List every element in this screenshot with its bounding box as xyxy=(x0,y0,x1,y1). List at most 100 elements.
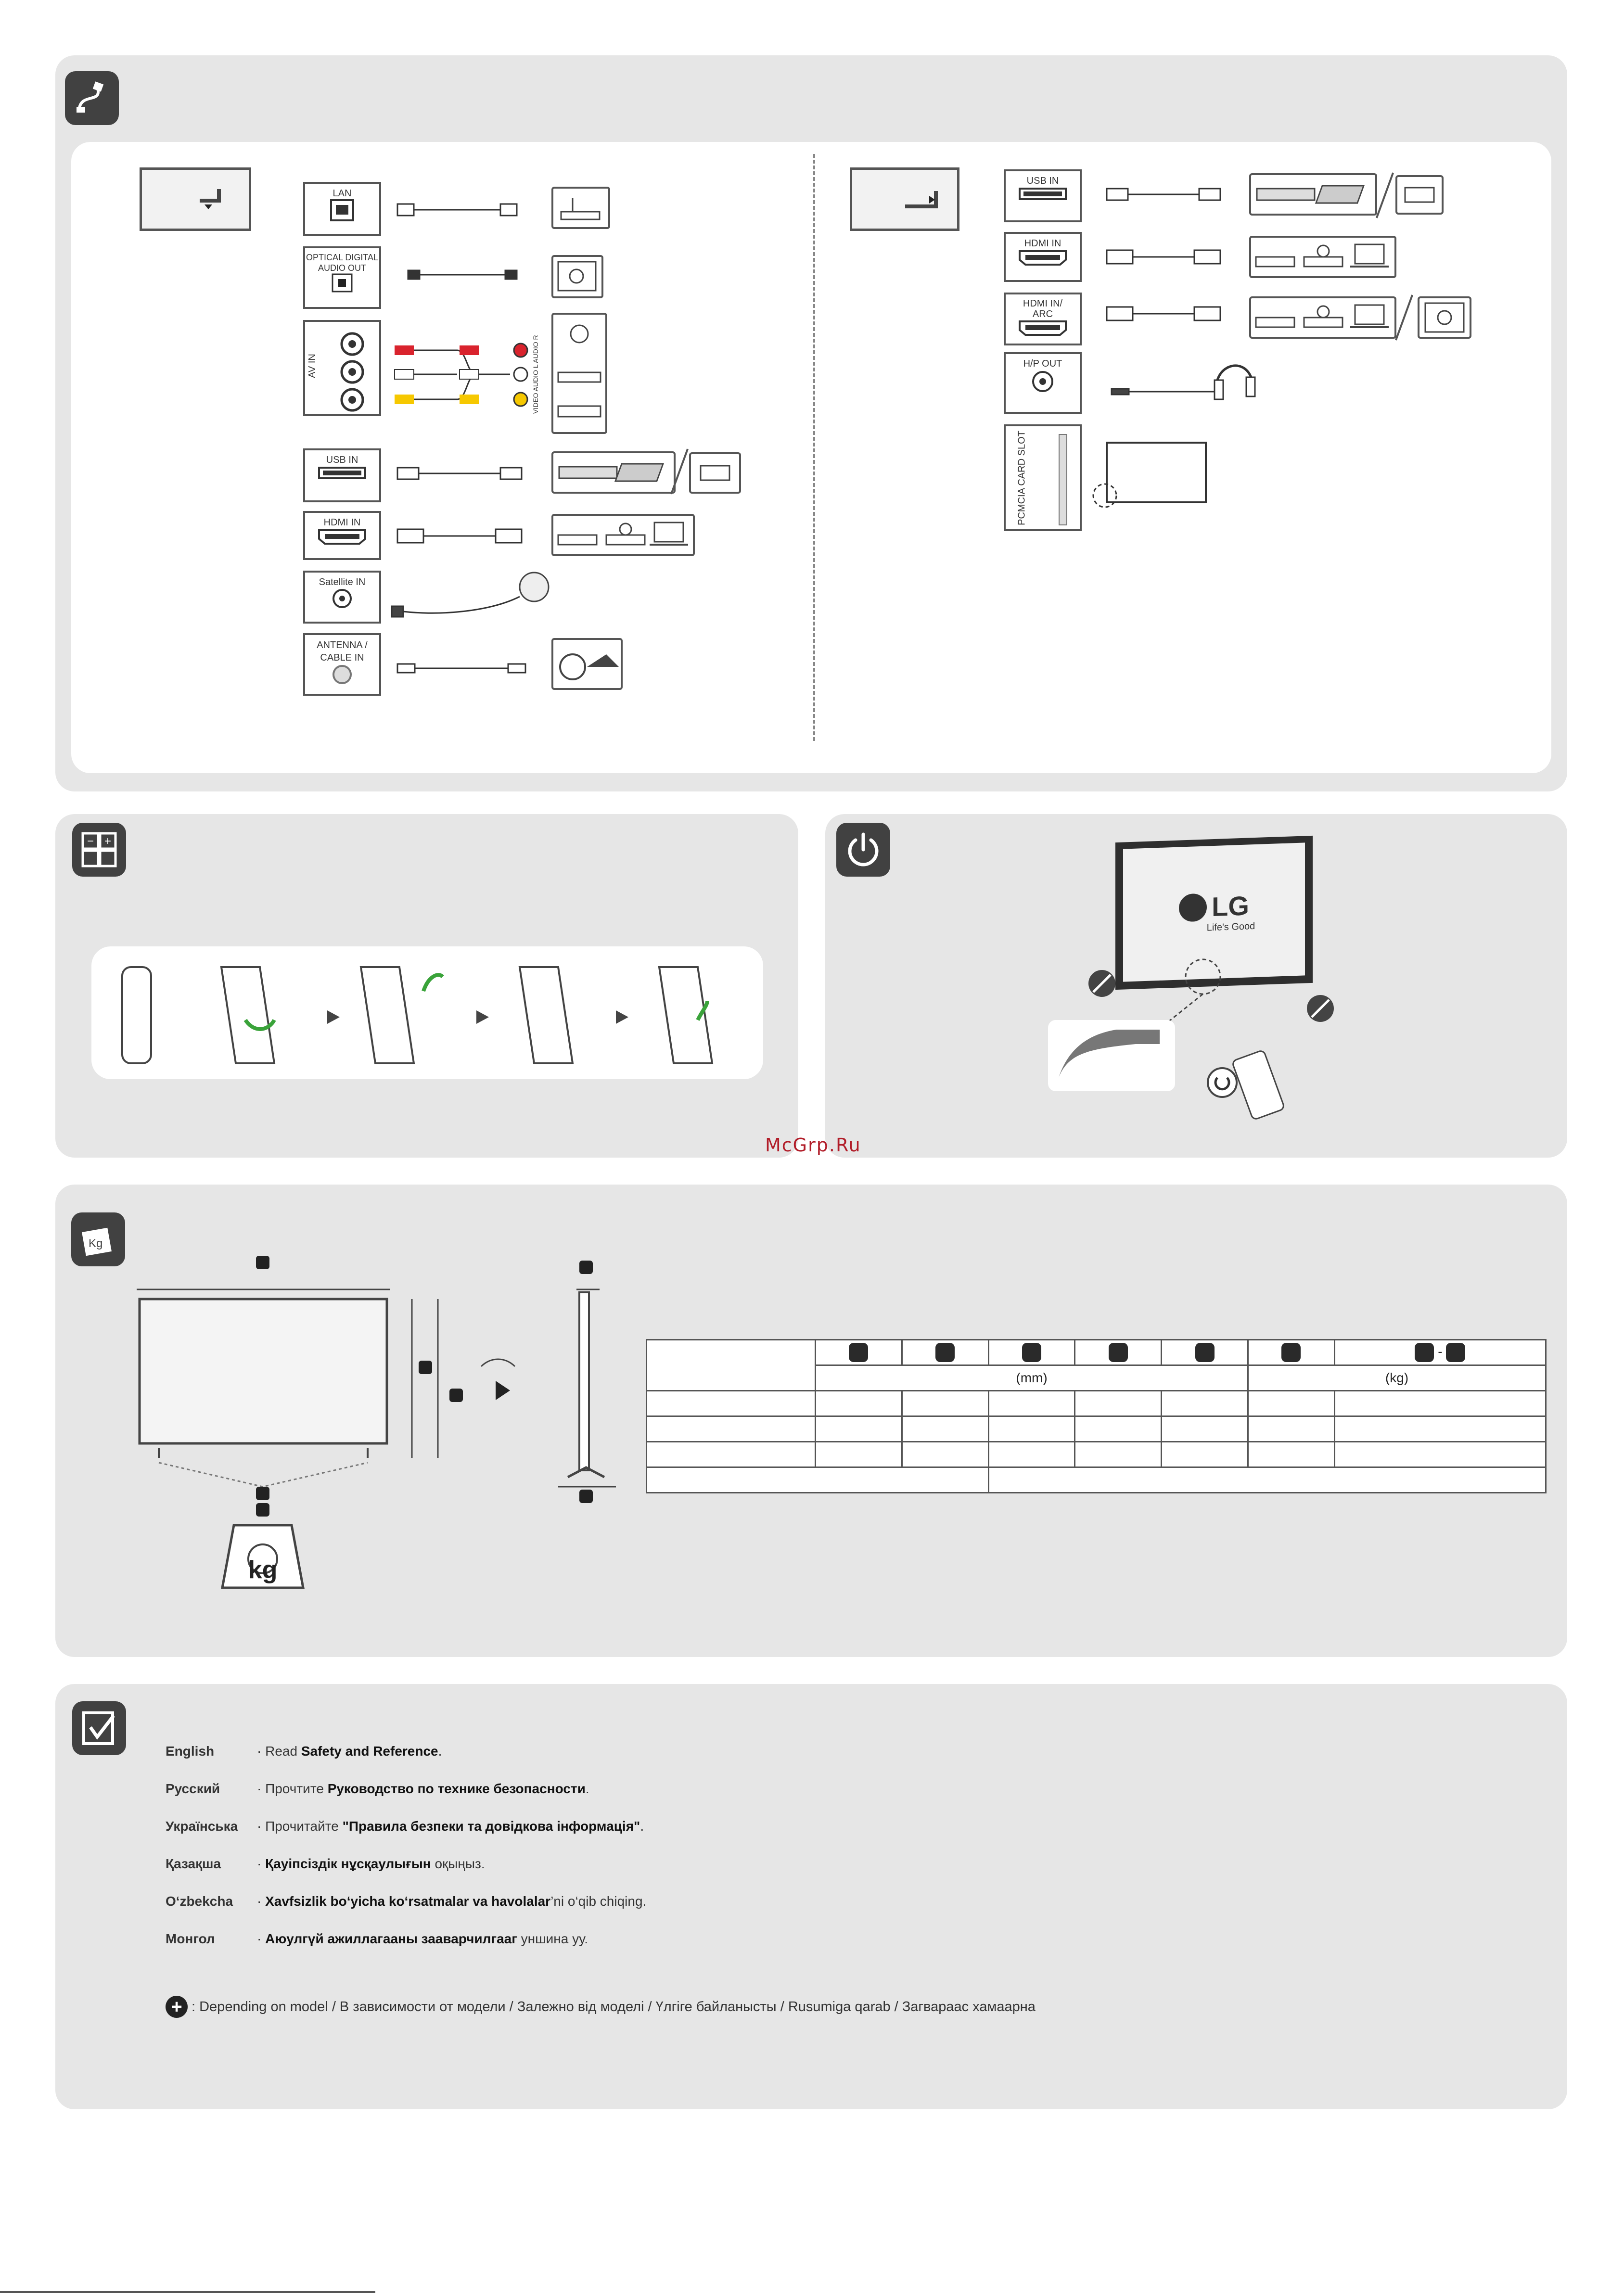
av-jack-labels: VIDEO AUDIO L AUDIO R xyxy=(532,335,539,414)
lang-name: English xyxy=(166,1744,215,1759)
usb-in-right-label: USB IN xyxy=(1026,176,1059,186)
table-row xyxy=(646,1441,1547,1468)
lang-text: · Read Safety and Reference. xyxy=(257,1744,442,1759)
hdmi-devices xyxy=(551,514,695,556)
tv-side-dimensions xyxy=(558,1261,616,1503)
optical-port: OPTICAL DIGITAL AUDIO OUT xyxy=(303,246,381,309)
pcmcia-label: PCMCIA CARD SLOT xyxy=(1016,431,1027,525)
av-in-port: AV IN xyxy=(303,320,381,416)
connections-separator xyxy=(813,154,815,741)
col-a xyxy=(815,1339,903,1366)
antenna-cable-in-port: ANTENNA / CABLE IN xyxy=(303,633,381,696)
dimensions-table: - (mm) (kg) xyxy=(646,1339,1547,1493)
hdmi-in-port-right: HDMI IN xyxy=(1004,232,1082,282)
dash: - xyxy=(1438,1344,1443,1359)
col-f xyxy=(1247,1339,1335,1366)
satellite-in-port: Satellite IN xyxy=(303,571,381,624)
safety-panel xyxy=(55,1684,1567,2109)
tv-back-left xyxy=(140,167,251,231)
usb-in-port-right: USB IN xyxy=(1004,169,1082,222)
hdmi-arc-port: HDMI IN/ ARC xyxy=(1004,293,1082,345)
unit-kg: (kg) xyxy=(1247,1364,1547,1391)
left-cables: VIDEO AUDIO L AUDIO R xyxy=(391,203,550,674)
col-d xyxy=(1074,1339,1163,1366)
arc-audio-device xyxy=(1418,296,1471,339)
lang-row-mongolian: Монгол · Аюулгүй ажиллагааны зааварчилга… xyxy=(166,1931,588,1947)
usb-storage-devices-right xyxy=(1249,173,1377,216)
arc-devices xyxy=(1249,296,1396,339)
av-in-label: AV IN xyxy=(307,354,318,378)
power-icon xyxy=(836,823,890,877)
lang-row-kazakh: Қазақша · Қауіпсіздік нұсқаулығын оқыңыз… xyxy=(166,1856,485,1872)
lang-text: · Қауіпсіздік нұсқаулығын оқыңыз. xyxy=(257,1856,485,1871)
weight-icon: Kg xyxy=(71,1212,125,1266)
svg-text:−: − xyxy=(87,835,94,848)
battery-steps-illustration xyxy=(121,966,714,1064)
usb-stick-device-right xyxy=(1395,175,1444,215)
lang-text: · Xavfsizlik bo‘yicha ko‘rsatmalar va ha… xyxy=(257,1894,647,1909)
optical-label: OPTICAL DIGITAL AUDIO OUT xyxy=(306,253,379,273)
lang-name: Монгол xyxy=(166,1931,215,1946)
table-row xyxy=(646,1415,1547,1442)
optical-audio-device xyxy=(551,255,603,298)
hdmi-arc-label: HDMI IN/ ARC xyxy=(1023,298,1063,319)
table-corner-cell xyxy=(646,1339,816,1391)
svg-text:+: + xyxy=(104,835,111,848)
hdmi-in-label: HDMI IN xyxy=(323,517,361,528)
satellite-in-label: Satellite IN xyxy=(319,577,366,587)
depending-note-text: : Depending on model / В зависимости от … xyxy=(192,1999,1036,2014)
unit-mm: (mm) xyxy=(814,1364,1249,1391)
scale-kg-label: kg xyxy=(248,1556,278,1584)
col-c xyxy=(987,1339,1076,1366)
lang-name: Қазақша xyxy=(166,1856,221,1871)
antenna-cable-in-label: ANTENNA / CABLE IN xyxy=(317,640,368,663)
lang-text: · Аюулгүй ажиллагааны зааварчилгааг унши… xyxy=(257,1931,588,1946)
usb-in-label: USB IN xyxy=(326,455,358,465)
lang-name: Українська xyxy=(166,1819,238,1834)
plus-icon: + xyxy=(166,1996,188,2018)
usb-in-port: USB IN xyxy=(303,448,381,502)
tv-front-dimensions: kg xyxy=(137,1256,516,1589)
lang-name: Русский xyxy=(166,1781,220,1796)
right-cables xyxy=(1092,188,1256,508)
hdmi-in-right-label: HDMI IN xyxy=(1024,238,1061,249)
col-e xyxy=(1161,1339,1249,1366)
headphone-out-label: H/P OUT xyxy=(1023,358,1062,369)
lang-text: · Прочтите Руководство по технике безопа… xyxy=(257,1781,589,1796)
bottom-rule xyxy=(0,2291,375,2293)
checklist-icon xyxy=(72,1701,126,1755)
antenna-device xyxy=(551,638,623,690)
lang-row-uzbek: O‘zbekcha · Xavfsizlik bo‘yicha ko‘rsatm… xyxy=(166,1894,646,1909)
power-button-illustration xyxy=(1048,958,1284,1120)
lang-row-ukrainian: Українська · Прочитайте "Правила безпеки… xyxy=(166,1819,644,1834)
hdmi-devices-right xyxy=(1249,236,1396,278)
battery-icon: −+ xyxy=(72,823,126,877)
pcmcia-card-slot: PCMCIA CARD SLOT xyxy=(1004,424,1082,531)
watermark: McGrp.Ru xyxy=(765,1135,861,1156)
lg-tagline: Life's Good xyxy=(1206,921,1255,933)
usb-storage-devices xyxy=(551,451,676,494)
tv-back-right xyxy=(850,167,959,231)
av-devices xyxy=(551,313,607,434)
table-row xyxy=(646,1390,1547,1417)
svg-text:Kg: Kg xyxy=(89,1237,102,1250)
battery-card xyxy=(91,946,763,1079)
col-g: - xyxy=(1333,1339,1547,1366)
mute-icon-left xyxy=(1088,970,1115,997)
lan-port: LAN xyxy=(303,182,381,236)
cable-icon xyxy=(65,71,119,125)
lan-label: LAN xyxy=(332,188,352,199)
col-b xyxy=(901,1339,989,1366)
lang-row-english: English · Read Safety and Reference. xyxy=(166,1744,442,1759)
headphone-out-port: H/P OUT xyxy=(1004,352,1082,414)
lang-text: · Прочитайте "Правила безпеки та довідко… xyxy=(257,1819,644,1834)
depending-on-model-note: + : Depending on model / В зависимости о… xyxy=(166,1996,1036,2018)
hdmi-in-port: HDMI IN xyxy=(303,511,381,560)
router-device xyxy=(551,187,610,229)
lang-name: O‘zbekcha xyxy=(166,1894,233,1909)
lang-row-russian: Русский · Прочтите Руководство по техник… xyxy=(166,1781,589,1797)
mute-icon-right xyxy=(1307,995,1334,1022)
usb-stick-device xyxy=(689,452,741,494)
lg-brand: LG xyxy=(1212,890,1249,922)
table-row xyxy=(646,1466,1547,1493)
